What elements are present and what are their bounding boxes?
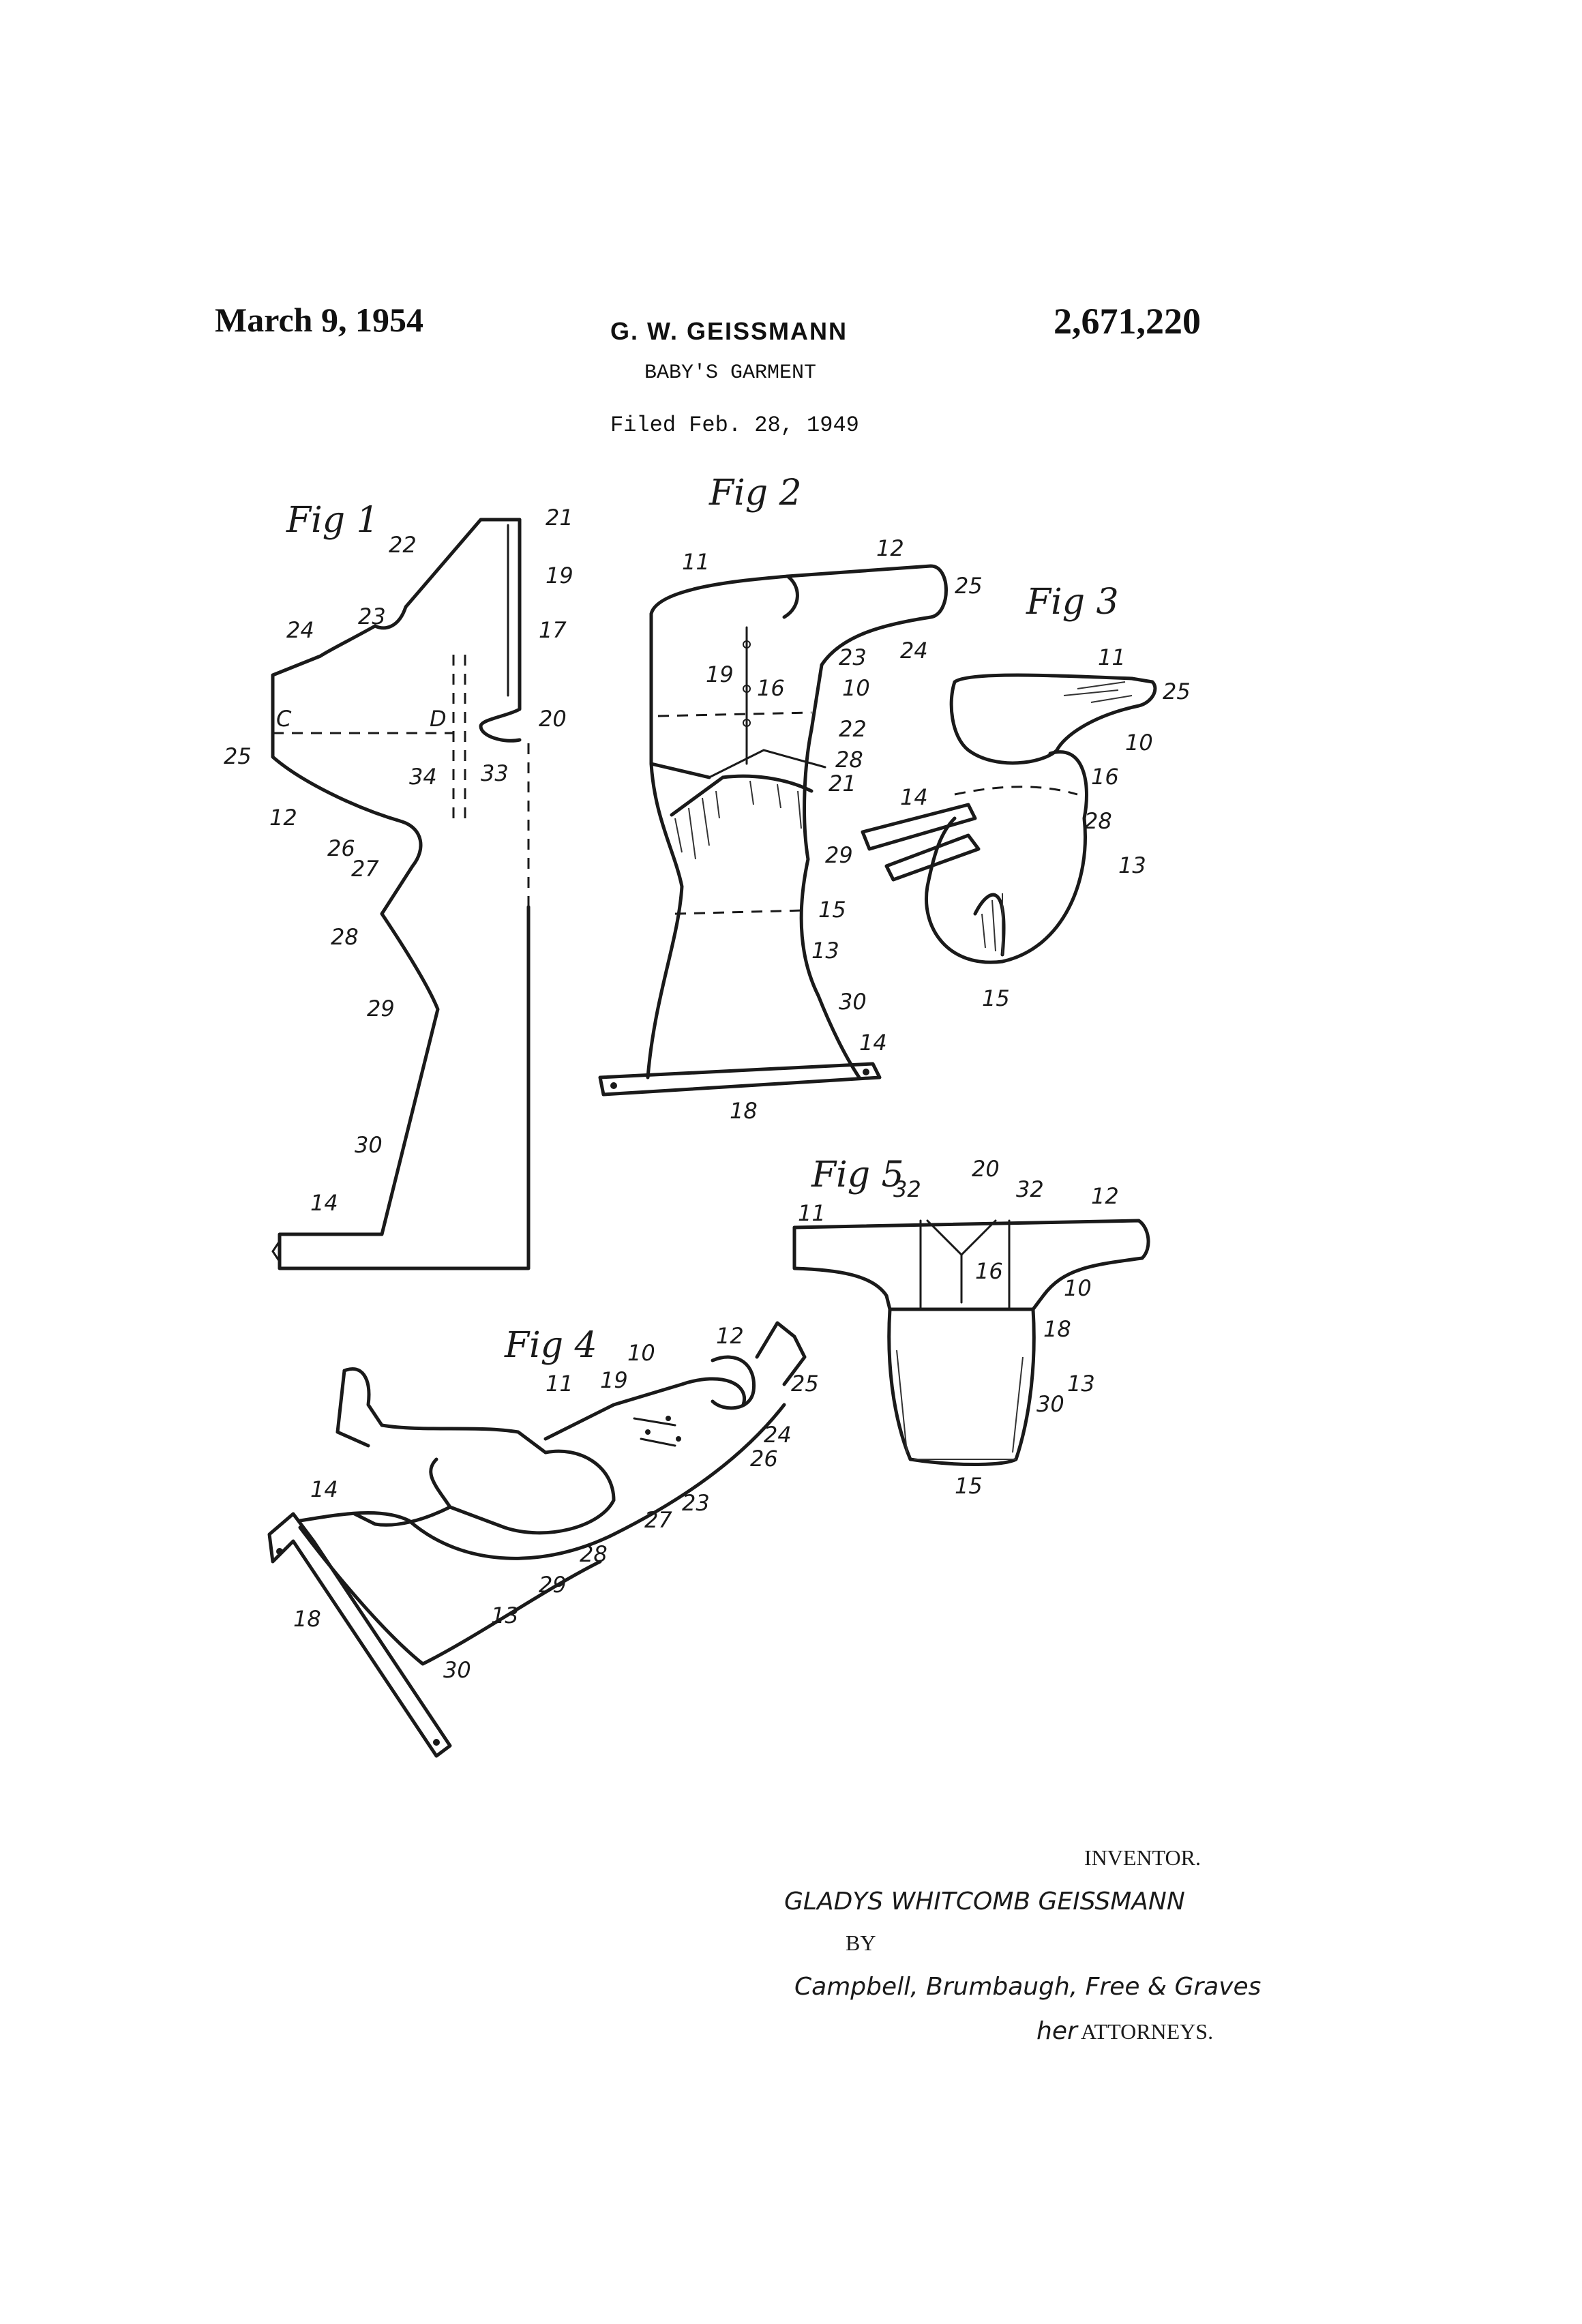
ref-28-fig1: 28 <box>331 924 359 950</box>
ref-10-fig3: 10 <box>1125 730 1153 756</box>
ref-26-fig1: 26 <box>327 835 355 861</box>
ref-29-fig1: 29 <box>367 996 395 1022</box>
figure-3: Fig 3 11 25 10 16 28 13 14 15 <box>861 582 1191 1011</box>
attorneys-label: ATTORNEYS. <box>1081 2019 1213 2044</box>
fig3-label: Fig 3 <box>1026 582 1119 623</box>
ref-23-fig1: 23 <box>358 604 386 629</box>
ref-16-fig5: 16 <box>975 1258 1003 1284</box>
ref-10-fig5: 10 <box>1064 1275 1092 1301</box>
ref-32b-fig5: 32 <box>1016 1176 1044 1202</box>
ref-29-fig4: 29 <box>539 1572 567 1598</box>
ref-14-fig4: 14 <box>310 1476 338 1502</box>
ref-14-fig3: 14 <box>900 784 928 810</box>
ref-33-fig1: 33 <box>481 760 509 786</box>
ref-23-fig2: 23 <box>839 644 867 670</box>
ref-15-fig3: 15 <box>982 985 1010 1011</box>
patent-date: March 9, 1954 <box>215 301 423 339</box>
ref-12-fig1: 12 <box>269 805 297 831</box>
ref-10-fig2: 10 <box>842 675 870 701</box>
ref-18-fig5: 18 <box>1043 1316 1071 1342</box>
inventor-name: GLADYS WHITCOMB GEISSMANN <box>784 1888 1185 1916</box>
inventor-header: G. W. GEISSMANN <box>610 317 848 345</box>
ref-28-fig4: 28 <box>580 1541 608 1567</box>
ref-18-fig4: 18 <box>293 1606 321 1632</box>
patent-title: BABY'S GARMENT <box>644 361 817 385</box>
fig1-label: Fig 1 <box>286 500 379 541</box>
figure-1: Fig 1 21 19 17 20 22 23 24 C D 25 34 33 … <box>224 500 573 1270</box>
ref-10-fig4: 10 <box>627 1340 655 1366</box>
figure-2: Fig 2 11 12 25 23 24 19 16 10 <box>598 473 983 1124</box>
ref-14-fig2: 14 <box>859 1030 887 1056</box>
ref-19-fig4: 19 <box>600 1367 628 1393</box>
ref-13-fig4: 13 <box>491 1603 519 1628</box>
inventor-label: INVENTOR. <box>1084 1845 1201 1870</box>
fig5-label: Fig 5 <box>811 1154 904 1195</box>
ref-22-fig2: 22 <box>839 716 867 742</box>
ref-13-fig5: 13 <box>1067 1371 1095 1397</box>
ref-30-fig4: 30 <box>443 1657 471 1683</box>
ref-15-fig2: 15 <box>818 897 846 923</box>
her-word: her <box>1036 2017 1079 2045</box>
ref-d-fig1: D <box>430 706 447 732</box>
ref-11-fig4: 11 <box>546 1371 573 1397</box>
ref-30-fig5: 30 <box>1036 1391 1064 1417</box>
ref-20-fig1: 20 <box>539 706 567 732</box>
ref-c-fig1: C <box>276 706 292 732</box>
fig2-label: Fig 2 <box>708 473 802 513</box>
ref-24-fig1: 24 <box>286 617 314 643</box>
fig4-label: Fig 4 <box>504 1325 597 1366</box>
ref-27-fig1: 27 <box>351 856 379 882</box>
ref-13-fig2: 13 <box>811 938 839 964</box>
ref-27-fig4: 27 <box>644 1507 672 1533</box>
ref-25-fig2: 25 <box>955 573 983 599</box>
ref-18-fig2: 18 <box>730 1098 758 1124</box>
ref-12-fig5: 12 <box>1091 1183 1119 1209</box>
ref-30-fig2: 30 <box>839 989 867 1015</box>
ref-16-fig2: 16 <box>757 675 785 701</box>
ref-16-fig3: 16 <box>1091 764 1119 790</box>
ref-15-fig5: 15 <box>955 1473 983 1499</box>
ref-30-fig1: 30 <box>355 1132 383 1158</box>
attorneys-signature: Campbell, Brumbaugh, Free & Graves <box>794 1973 1261 2001</box>
signature-block: INVENTOR. GLADYS WHITCOMB GEISSMANN BY C… <box>784 1845 1261 2045</box>
ref-17-fig1: 17 <box>539 617 567 643</box>
ref-13-fig3: 13 <box>1118 852 1146 878</box>
ref-25-fig4: 25 <box>791 1371 819 1397</box>
ref-24-fig4: 24 <box>764 1422 792 1448</box>
figure-5: Fig 5 11 32 20 32 12 16 10 18 13 30 15 <box>792 1154 1150 1499</box>
ref-12-fig2: 12 <box>876 535 904 561</box>
ref-26-fig4: 26 <box>750 1446 778 1472</box>
ref-19-fig1: 19 <box>546 563 573 589</box>
by-label: BY <box>846 1931 876 1955</box>
ref-29-fig2: 29 <box>825 842 853 868</box>
ref-32a-fig5: 32 <box>893 1176 921 1202</box>
figure-4: Fig 4 10 12 25 11 19 24 26 23 27 2 <box>267 1321 819 1758</box>
ref-21-fig1: 21 <box>546 505 573 531</box>
ref-28-fig3: 28 <box>1084 808 1112 834</box>
ref-11-fig2: 11 <box>682 549 710 575</box>
filing-date: Filed Feb. 28, 1949 <box>610 413 859 438</box>
ref-20-fig5: 20 <box>972 1156 1000 1182</box>
ref-25-fig1: 25 <box>224 743 252 769</box>
ref-12-fig4: 12 <box>716 1323 744 1349</box>
ref-11-fig5: 11 <box>798 1200 826 1226</box>
ref-19-fig2: 19 <box>706 661 734 687</box>
patent-number: 2,671,220 <box>1054 301 1201 342</box>
ref-25-fig3: 25 <box>1163 679 1191 704</box>
ref-14-fig1: 14 <box>310 1190 338 1216</box>
ref-24-fig2: 24 <box>900 638 928 664</box>
ref-23-fig4: 23 <box>682 1490 710 1516</box>
ref-28-fig2: 28 <box>835 747 863 773</box>
ref-11-fig3: 11 <box>1098 644 1126 670</box>
ref-34-fig1: 34 <box>409 764 437 790</box>
ref-21-fig2: 21 <box>829 771 856 796</box>
ref-22-fig1: 22 <box>389 532 417 558</box>
